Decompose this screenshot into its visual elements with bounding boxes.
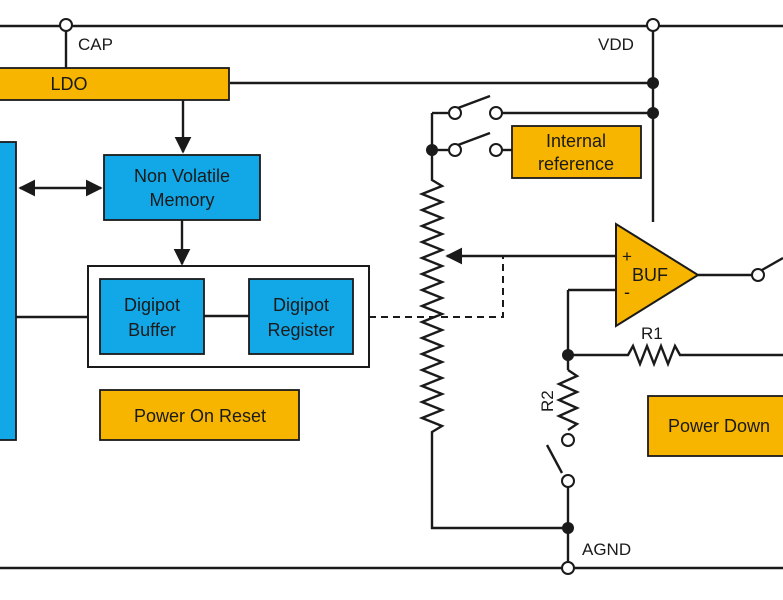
- buffer-minus-label: -: [624, 282, 630, 302]
- ref-switch-contact-right: [489, 143, 503, 157]
- buffer-label: BUF: [632, 265, 668, 285]
- power-down-block: [647, 395, 783, 457]
- buffer-plus-label: +: [622, 247, 632, 266]
- ldo-label: LDO: [50, 74, 87, 94]
- output-switch-contact: [751, 268, 765, 282]
- r2-resistor: [556, 369, 580, 431]
- agnd-label: AGND: [582, 540, 631, 559]
- vdd-switch-contact-left: [448, 106, 462, 120]
- nv-memory-label-line1: Non Volatile: [134, 166, 230, 186]
- r2-label: R2: [538, 390, 557, 412]
- internal-reference-label-line1: Internal: [546, 131, 606, 151]
- power-down-label: Power Down: [668, 416, 770, 436]
- vdd-label: VDD: [598, 35, 634, 54]
- cap-pin-terminal: [59, 18, 73, 32]
- agnd-pin-terminal: [561, 561, 575, 575]
- r2-switch-contact-bottom: [561, 474, 575, 488]
- output-buffer-amplifier: [615, 222, 700, 328]
- digipot-buffer-block: [99, 278, 205, 355]
- power-on-reset-block: [99, 389, 300, 441]
- digipot-buffer-label-line1: Digipot: [124, 295, 180, 315]
- digipot-buffer-label-line2: Buffer: [128, 320, 176, 340]
- r1-resistor: [568, 342, 783, 368]
- digipot-resistor-string: [418, 170, 568, 530]
- vdd-pin-terminal: [646, 18, 660, 32]
- nv-memory-label-line2: Memory: [149, 190, 214, 210]
- register-control-dashed-line: [369, 256, 504, 318]
- agnd-junction: [562, 522, 574, 534]
- r1-label: R1: [641, 324, 663, 343]
- power-on-reset-label: Power On Reset: [134, 406, 266, 426]
- digipot-register-label-line1: Digipot: [273, 295, 329, 315]
- internal-reference-block: [511, 125, 642, 179]
- cap-label: CAP: [78, 35, 113, 54]
- ref-switch-contact-left: [448, 143, 462, 157]
- ref-switch-blade: [457, 131, 491, 147]
- r2-switch-blade: [545, 444, 564, 474]
- vdd-switch-contact-right: [489, 106, 503, 120]
- output-switch-blade: [761, 256, 783, 272]
- vdd-switch-blade: [457, 94, 491, 110]
- non-volatile-memory-block: [103, 154, 261, 221]
- digipot-register-block: [248, 278, 354, 355]
- interface-logic-block: [0, 141, 17, 441]
- r2-switch-contact-top: [561, 433, 575, 447]
- digipot-register-label-line2: Register: [267, 320, 334, 340]
- ldo-block: [0, 67, 230, 101]
- internal-reference-label-line2: reference: [538, 154, 614, 174]
